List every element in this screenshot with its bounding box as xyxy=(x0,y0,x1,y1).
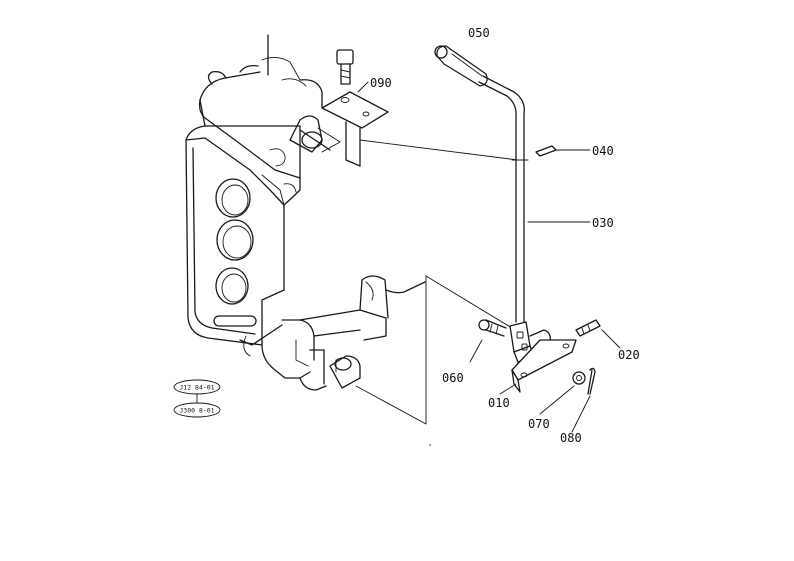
ref-code-upper: J12 84-01 xyxy=(179,384,214,392)
label-050: 050 xyxy=(468,26,490,40)
label-090: 090 xyxy=(370,76,392,90)
label-010: 010 xyxy=(488,396,510,410)
label-020: 020 xyxy=(618,348,640,362)
part-020-pin xyxy=(575,319,601,337)
label-040: 040 xyxy=(592,144,614,158)
label-030: 030 xyxy=(592,216,614,230)
reference-codes: J12 84-01 J300 8-01 xyxy=(173,379,221,418)
speck xyxy=(429,444,431,446)
part-040-pin xyxy=(535,145,557,157)
housing-assembly xyxy=(185,34,341,346)
label-080: 080 xyxy=(560,431,582,445)
part-050-grip xyxy=(434,45,488,87)
part-090-bracket xyxy=(321,49,389,167)
part-080-cotter-pin xyxy=(587,367,596,395)
part-060-bolt xyxy=(478,319,507,337)
part-030-lever-rod xyxy=(478,75,529,323)
ref-oval-lower xyxy=(173,402,221,418)
part-010-plate xyxy=(511,339,577,393)
projection-lines xyxy=(355,139,519,425)
ref-code-lower: J300 8-01 xyxy=(179,407,214,415)
part-070-washer xyxy=(572,371,586,385)
label-060: 060 xyxy=(442,371,464,385)
label-070: 070 xyxy=(528,417,550,431)
leader-lines xyxy=(357,81,621,433)
lower-shaft-assembly xyxy=(239,275,426,391)
